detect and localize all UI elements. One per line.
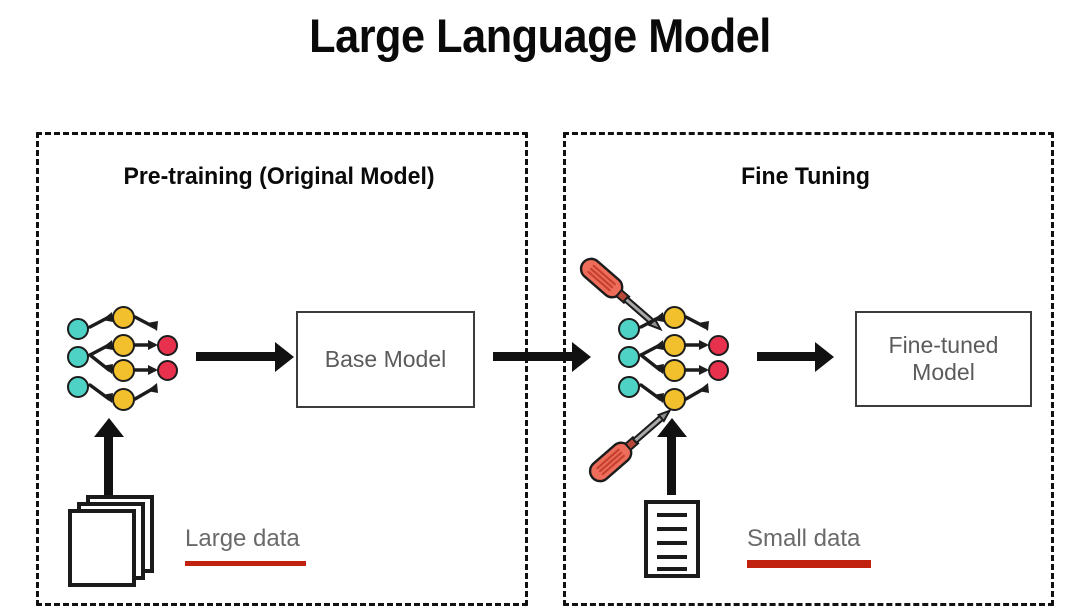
- arrow-network-to-base-model: [196, 352, 279, 361]
- network-node-yellow: [663, 388, 686, 411]
- network-node-yellow: [663, 306, 686, 329]
- large-data-underline: [185, 561, 306, 566]
- network-arrows-finetuning: [639, 312, 709, 403]
- network-node-cyan: [67, 376, 89, 398]
- base-model-box: Base Model: [296, 311, 475, 408]
- network-diagram-pretraining: [62, 300, 182, 411]
- small-data-label: Small data: [747, 525, 861, 552]
- arrow-network-to-finetuned-model: [757, 352, 819, 361]
- panel-title-finetuning: Fine Tuning: [741, 163, 870, 190]
- document-single-icon: [644, 500, 700, 578]
- network-node-yellow: [112, 306, 135, 329]
- network-arrows-pretraining: [88, 312, 158, 403]
- finetuned-model-label: Fine-tuned Model: [888, 331, 999, 385]
- panel-finetuning: [563, 132, 1054, 606]
- arrow-base-model-to-finetuning: [493, 352, 576, 361]
- network-node-cyan: [67, 346, 89, 368]
- arrow-large-data-to-network: [104, 433, 113, 495]
- network-diagram-finetuning: [613, 300, 733, 411]
- document-stack-icon: [68, 495, 154, 587]
- network-node-cyan: [618, 376, 640, 398]
- network-node-red: [157, 335, 178, 356]
- base-model-label: Base Model: [324, 345, 447, 372]
- finetuned-model-box: Fine-tuned Model: [855, 311, 1032, 407]
- large-data-label: Large data: [185, 525, 300, 552]
- network-node-red: [708, 335, 729, 356]
- network-node-yellow: [663, 359, 686, 382]
- network-node-red: [157, 360, 178, 381]
- network-node-yellow: [663, 334, 686, 357]
- document-sheet: [68, 509, 136, 587]
- network-node-cyan: [67, 318, 89, 340]
- small-data-underline: [747, 560, 871, 568]
- panel-pretraining: [36, 132, 528, 606]
- network-node-cyan: [618, 318, 640, 340]
- network-node-yellow: [112, 388, 135, 411]
- network-node-red: [708, 360, 729, 381]
- arrow-small-data-to-network: [667, 433, 676, 495]
- page-title: Large Language Model: [309, 9, 771, 62]
- network-node-cyan: [618, 346, 640, 368]
- panel-title-pretraining: Pre-training (Original Model): [123, 163, 435, 190]
- network-node-yellow: [112, 359, 135, 382]
- network-node-yellow: [112, 334, 135, 357]
